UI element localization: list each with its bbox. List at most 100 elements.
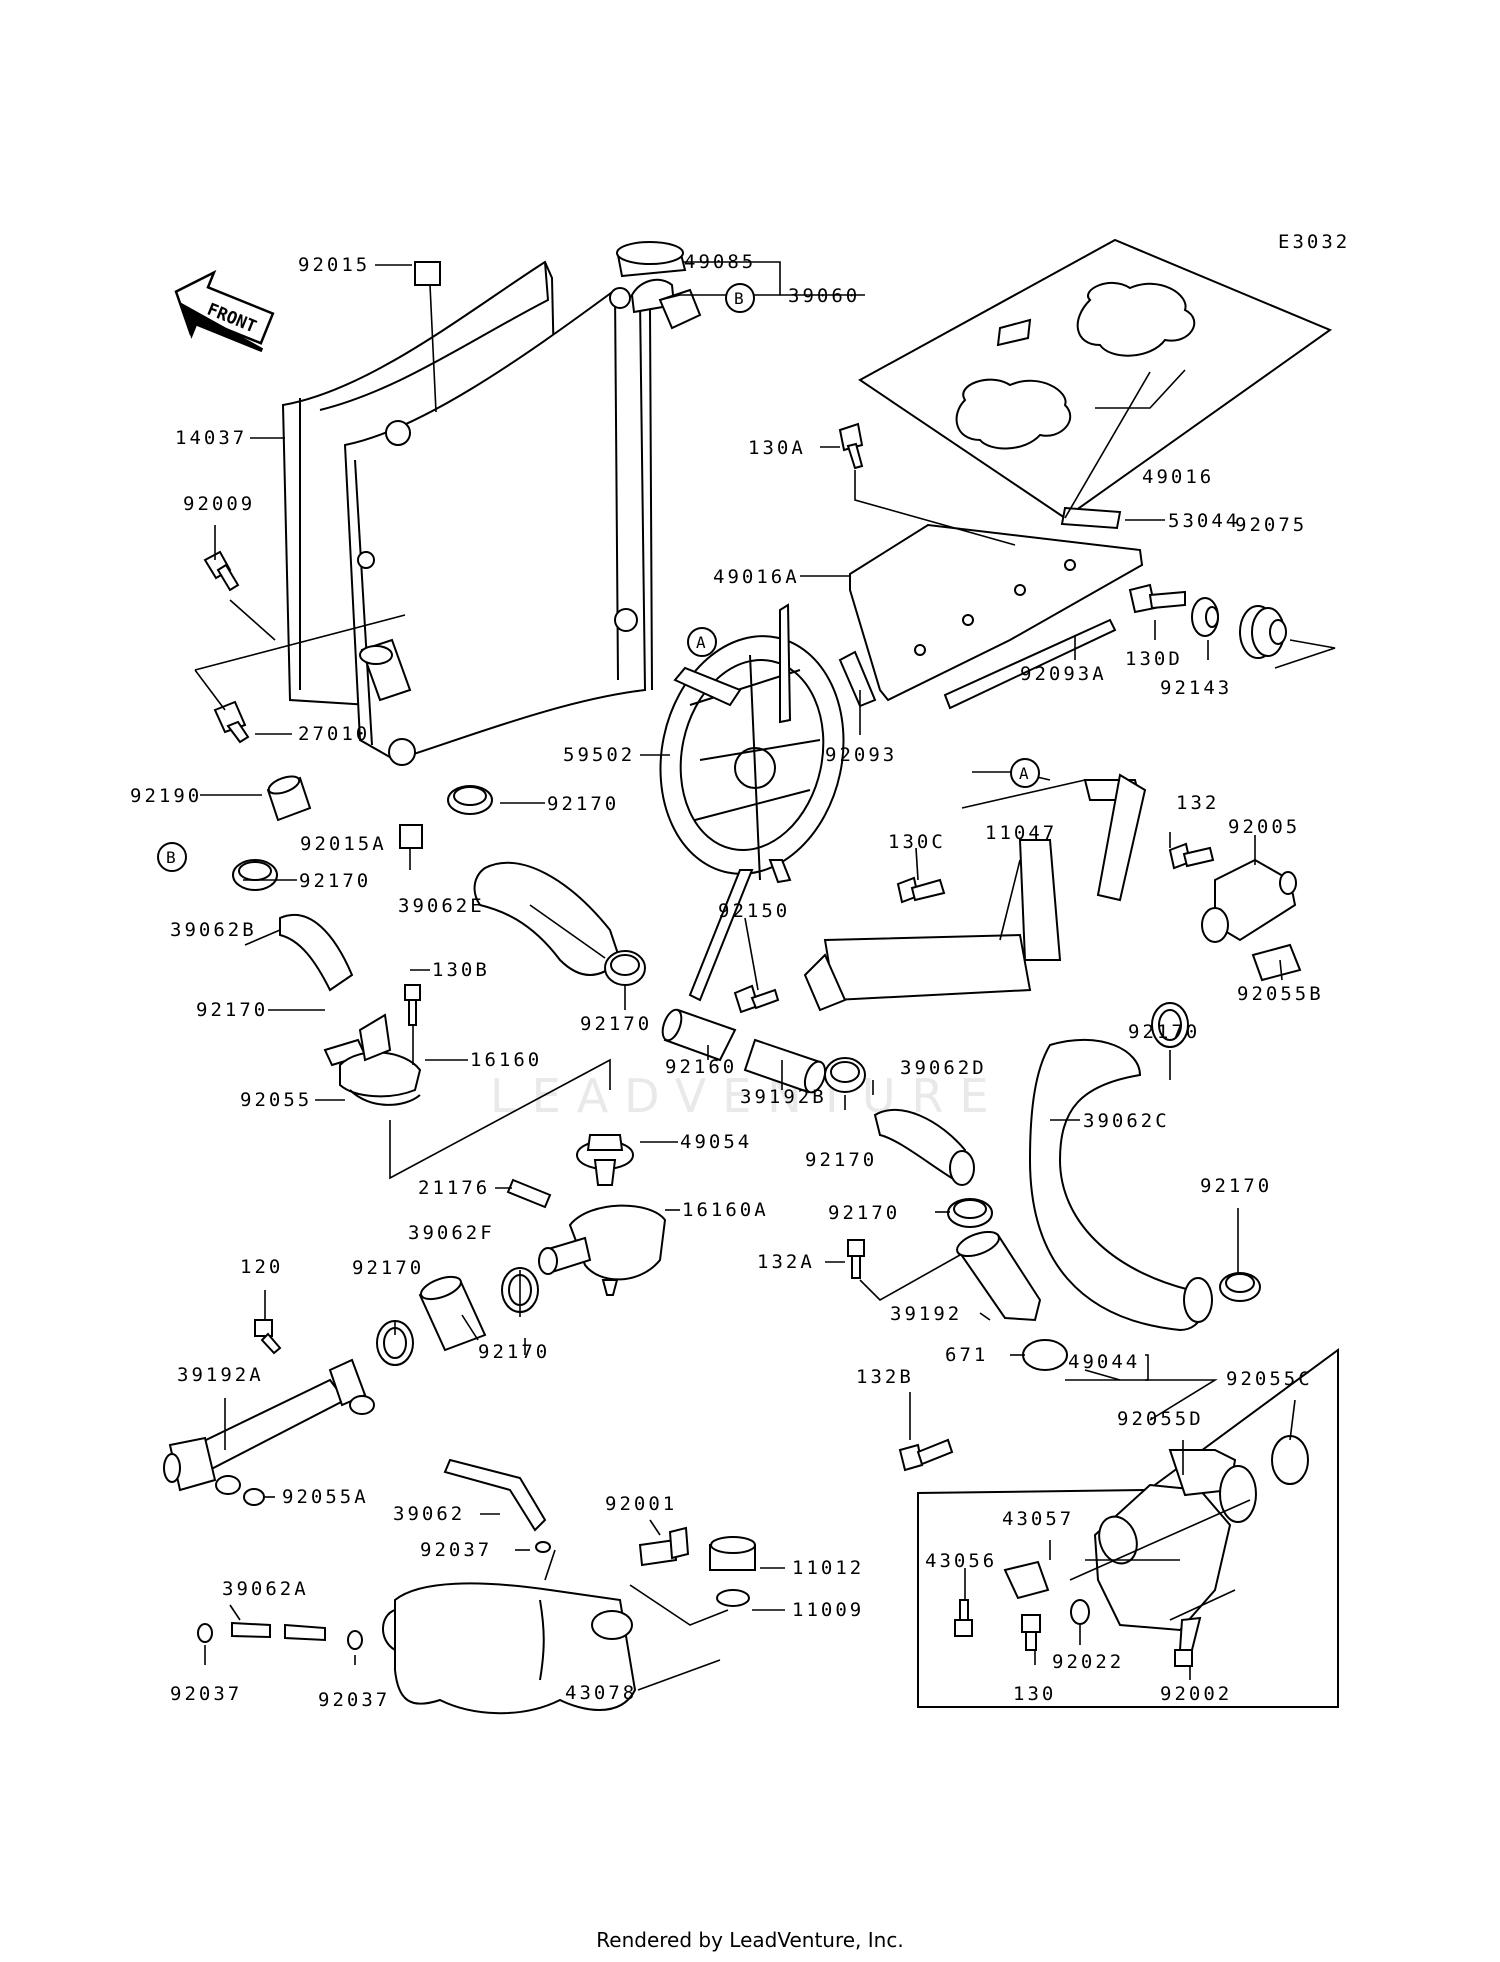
cap-11012	[709, 1536, 756, 1571]
callout-53044: 53044	[1168, 510, 1240, 532]
callout-39192: 39192	[890, 1303, 962, 1325]
bolt-130	[1021, 1614, 1041, 1651]
callout-132B: 132B	[856, 1366, 914, 1388]
diagram-code: E3032	[1278, 231, 1350, 253]
callout-92160: 92160	[665, 1056, 737, 1078]
hose-39062C	[1028, 1038, 1213, 1332]
callout-27010: 27010	[298, 723, 370, 745]
bolt-92009	[203, 550, 240, 592]
callout-130D: 130D	[1125, 648, 1183, 670]
washer-92022	[1070, 1599, 1090, 1625]
callout-39060: 39060	[788, 285, 860, 307]
thermostat-49054	[576, 1134, 634, 1186]
bolt-43056	[954, 1599, 973, 1637]
callout-92022: 92022	[1052, 1651, 1124, 1673]
callout-43057: 43057	[1002, 1508, 1074, 1530]
callout-130C: 130C	[888, 831, 946, 853]
callout-92170-i: 92170	[352, 1257, 424, 1279]
hose-92190	[266, 775, 312, 822]
seal-53044	[1060, 506, 1122, 530]
bolt-132B	[898, 1438, 954, 1472]
callout-39062D: 39062D	[900, 1057, 987, 1079]
pipe-bracket-11047	[803, 773, 1147, 1012]
callout-92037-c: 92037	[318, 1689, 390, 1711]
callout-92055B: 92055B	[1237, 983, 1324, 1005]
callout-130B: 130B	[432, 959, 490, 981]
pipe-92160	[661, 1008, 737, 1062]
callout-92170-h: 92170	[828, 1202, 900, 1224]
ref-marker-a-bracket: A	[1010, 758, 1040, 788]
callout-39062F: 39062F	[408, 1222, 495, 1244]
callout-92005: 92005	[1228, 816, 1300, 838]
callout-39062E: 39062E	[398, 895, 485, 917]
callout-92009: 92009	[183, 493, 255, 515]
thermostat-housing-16160A	[538, 1204, 667, 1296]
callout-92190: 92190	[130, 785, 202, 807]
oring-671	[1022, 1339, 1068, 1371]
callout-49016A: 49016A	[713, 566, 800, 588]
callout-92015: 92015	[298, 254, 370, 276]
callout-49054: 49054	[680, 1131, 752, 1153]
callout-92002: 92002	[1160, 1683, 1232, 1705]
hose-39062D	[873, 1109, 975, 1186]
callout-92055A: 92055A	[282, 1486, 369, 1508]
fan-assembly-59502	[659, 603, 845, 1002]
reservoir-tank-43078	[382, 1582, 637, 1715]
callout-92170-j: 92170	[478, 1341, 550, 1363]
callout-92170-f: 92170	[805, 1149, 877, 1171]
callout-39192A: 39192A	[177, 1364, 264, 1386]
callout-92055C: 92055C	[1226, 1368, 1313, 1390]
ref-marker-b-top: B	[725, 283, 755, 313]
callout-132A: 132A	[757, 1251, 815, 1273]
callout-labels: 92015 49085 39060 14037 92009 130A 49016…	[130, 251, 1324, 1711]
callout-92055D: 92055D	[1117, 1408, 1204, 1430]
grommet-92075	[1239, 605, 1287, 659]
callout-59502: 59502	[563, 744, 635, 766]
callout-49044: 49044	[1068, 1351, 1140, 1373]
callout-92170-b: 92170	[299, 870, 371, 892]
radiator-filler-neck	[658, 288, 702, 330]
callout-92037-a: 92037	[420, 1539, 492, 1561]
callout-92015A: 92015A	[300, 833, 387, 855]
hose-39062E	[473, 861, 622, 976]
bracket-49016A	[849, 523, 1144, 702]
bolt-92002	[1174, 1616, 1202, 1667]
callout-39062B: 39062B	[170, 919, 257, 941]
callout-92093A: 92093A	[1020, 663, 1107, 685]
pipe-39192	[956, 1230, 1042, 1322]
callout-120: 120	[240, 1256, 283, 1278]
oring-92055A	[243, 1488, 265, 1506]
callout-92170-c: 92170	[196, 999, 268, 1021]
callout-92150: 92150	[718, 900, 790, 922]
fitting-92005	[1201, 858, 1297, 943]
ref-marker-a-radiator: A	[687, 627, 717, 657]
hose-39062A	[231, 1621, 326, 1642]
bolt-120	[254, 1319, 282, 1355]
callout-130: 130	[1013, 1683, 1056, 1705]
svg-text:A: A	[696, 633, 706, 652]
front-arrow-icon: FRONT	[174, 269, 275, 353]
callout-92093: 92093	[825, 744, 897, 766]
callout-92055: 92055	[240, 1089, 312, 1111]
callout-92170-g: 92170	[1200, 1175, 1272, 1197]
bolt-130C	[896, 876, 946, 904]
bolt-132	[1168, 842, 1215, 870]
callout-43078: 43078	[565, 1682, 637, 1704]
hose-39062	[443, 1458, 547, 1532]
thermostat-cover-16160	[339, 1013, 422, 1106]
sensor-21176	[506, 1178, 552, 1209]
callout-39062: 39062	[393, 1503, 465, 1525]
gasket-92055B	[1251, 943, 1302, 982]
callout-92075: 92075	[1235, 514, 1307, 536]
water-pump-49044	[1093, 1449, 1257, 1632]
leader-lines	[194, 261, 1336, 1691]
hose-39062F	[418, 1275, 487, 1352]
callout-671: 671	[945, 1344, 988, 1366]
svg-text:A: A	[1019, 764, 1029, 783]
callout-16160: 16160	[470, 1049, 542, 1071]
callout-92143: 92143	[1160, 677, 1232, 699]
callout-92001: 92001	[605, 1493, 677, 1515]
water-pump-box	[917, 1348, 1339, 1708]
callout-11012: 11012	[792, 1557, 864, 1579]
hose-39062B	[279, 913, 354, 992]
